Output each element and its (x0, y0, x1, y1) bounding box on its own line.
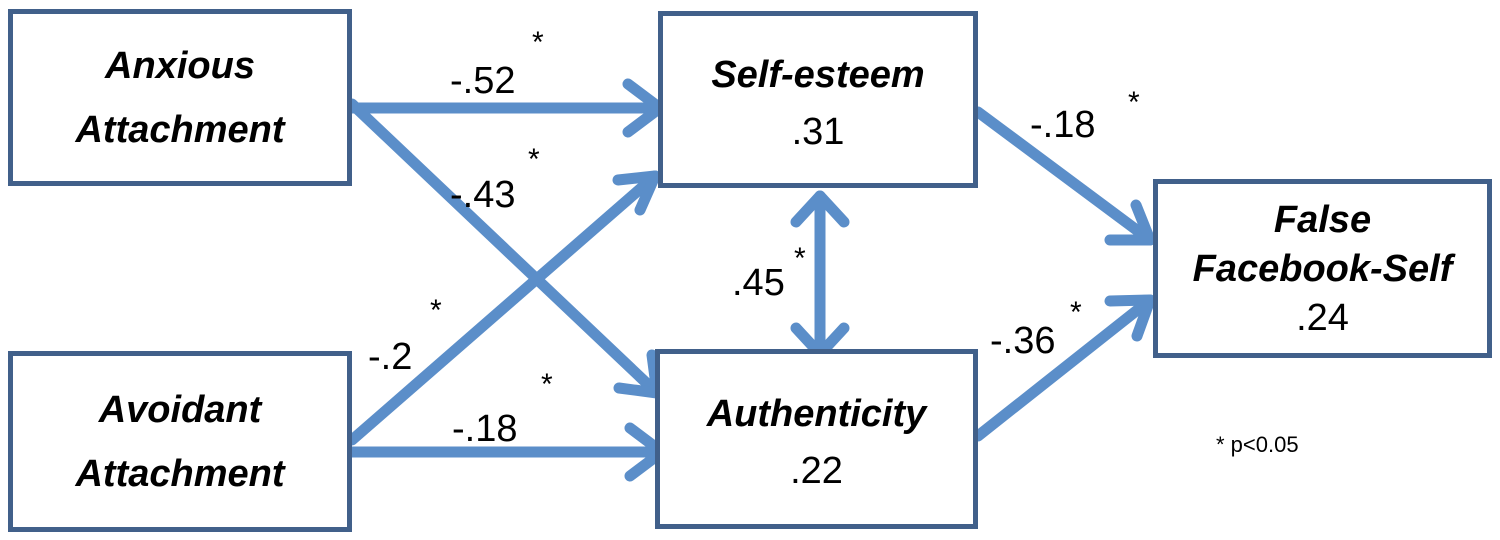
node-authenticity: Authenticity .22 (655, 349, 978, 529)
coef-anxious-authenticity: -.43 (450, 174, 516, 216)
arrow-avoidant-to-self-esteem (346, 170, 661, 446)
coef-anxious-self-esteem: -.52 (450, 60, 516, 102)
node-avoidant-label-line2: Attachment (75, 452, 285, 495)
arrow-anxious-to-authenticity (346, 98, 663, 399)
node-false-self-label-line1: False (1273, 198, 1372, 241)
coef-avoidant-self-esteem: -.2 (368, 336, 413, 378)
arrowhead-self-esteem-to-false-self (1104, 199, 1156, 246)
significance-footnote: * p<0.05 (1216, 432, 1299, 457)
arrowhead-correlation-top (790, 190, 850, 228)
arrowhead-authenticity-to-false-self (1104, 294, 1156, 342)
node-anxious-attachment: Anxious Attachment (8, 9, 352, 186)
arrow-self-esteem-to-false-self (972, 106, 1156, 246)
sig-self-esteem-authenticity: * (794, 242, 806, 275)
sig-self-esteem-false-self: * (1128, 86, 1140, 119)
sig-avoidant-authenticity: * (541, 368, 553, 401)
arrowhead-avoidant-to-self-esteem (612, 170, 661, 216)
node-anxious-label-line1: Anxious (105, 44, 255, 87)
sig-authenticity-false-self: * (1070, 296, 1082, 329)
sig-anxious-authenticity: * (528, 143, 540, 176)
node-false-facebook-self: False Facebook-Self .24 (1153, 179, 1492, 358)
coef-self-esteem-authenticity: .45 (732, 262, 785, 304)
node-anxious-label-line2: Attachment (75, 108, 285, 151)
node-avoidant-label-line1: Avoidant (98, 388, 262, 431)
coef-authenticity-false-self: -.36 (990, 320, 1056, 362)
arrow-authenticity-to-false-self (972, 294, 1156, 442)
coef-avoidant-authenticity: -.18 (452, 408, 518, 450)
node-avoidant-attachment: Avoidant Attachment (8, 351, 352, 532)
sig-anxious-self-esteem: * (532, 26, 544, 59)
node-authenticity-r2: .22 (790, 450, 843, 492)
node-self-esteem-r2: .31 (791, 110, 845, 153)
node-authenticity-label: Authenticity (706, 393, 927, 435)
node-self-esteem-label: Self-esteem (711, 53, 925, 96)
coef-self-esteem-false-self: -.18 (1030, 104, 1096, 146)
node-false-self-r2: .24 (1296, 296, 1349, 339)
sig-avoidant-self-esteem: * (430, 294, 442, 327)
node-false-self-label-line2: Facebook-Self (1192, 247, 1453, 290)
node-self-esteem: Self-esteem .31 (658, 11, 978, 188)
